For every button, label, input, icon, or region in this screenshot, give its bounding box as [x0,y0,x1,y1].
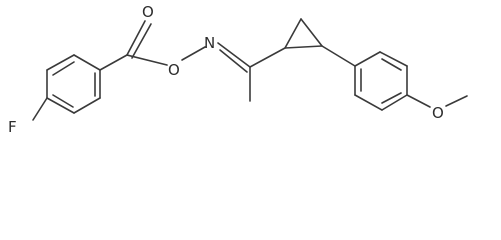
ester-oxygen-label: O [168,61,180,79]
methoxy-group [406,94,468,108]
oxime-linkage [217,42,286,102]
cyclopropane-ring [284,18,356,67]
carbonyl-oxygen-label: O [142,3,154,21]
molecule-structure: F O O N O [8,3,468,136]
ether-oxygen-label: O [432,104,444,122]
methoxyphenyl-ring [354,51,408,111]
oxime-nitrogen-label: N [204,34,215,52]
fluorophenyl-ring [32,54,101,121]
ester-linkage [99,20,206,71]
fluorine-atom-label: F [8,118,17,136]
